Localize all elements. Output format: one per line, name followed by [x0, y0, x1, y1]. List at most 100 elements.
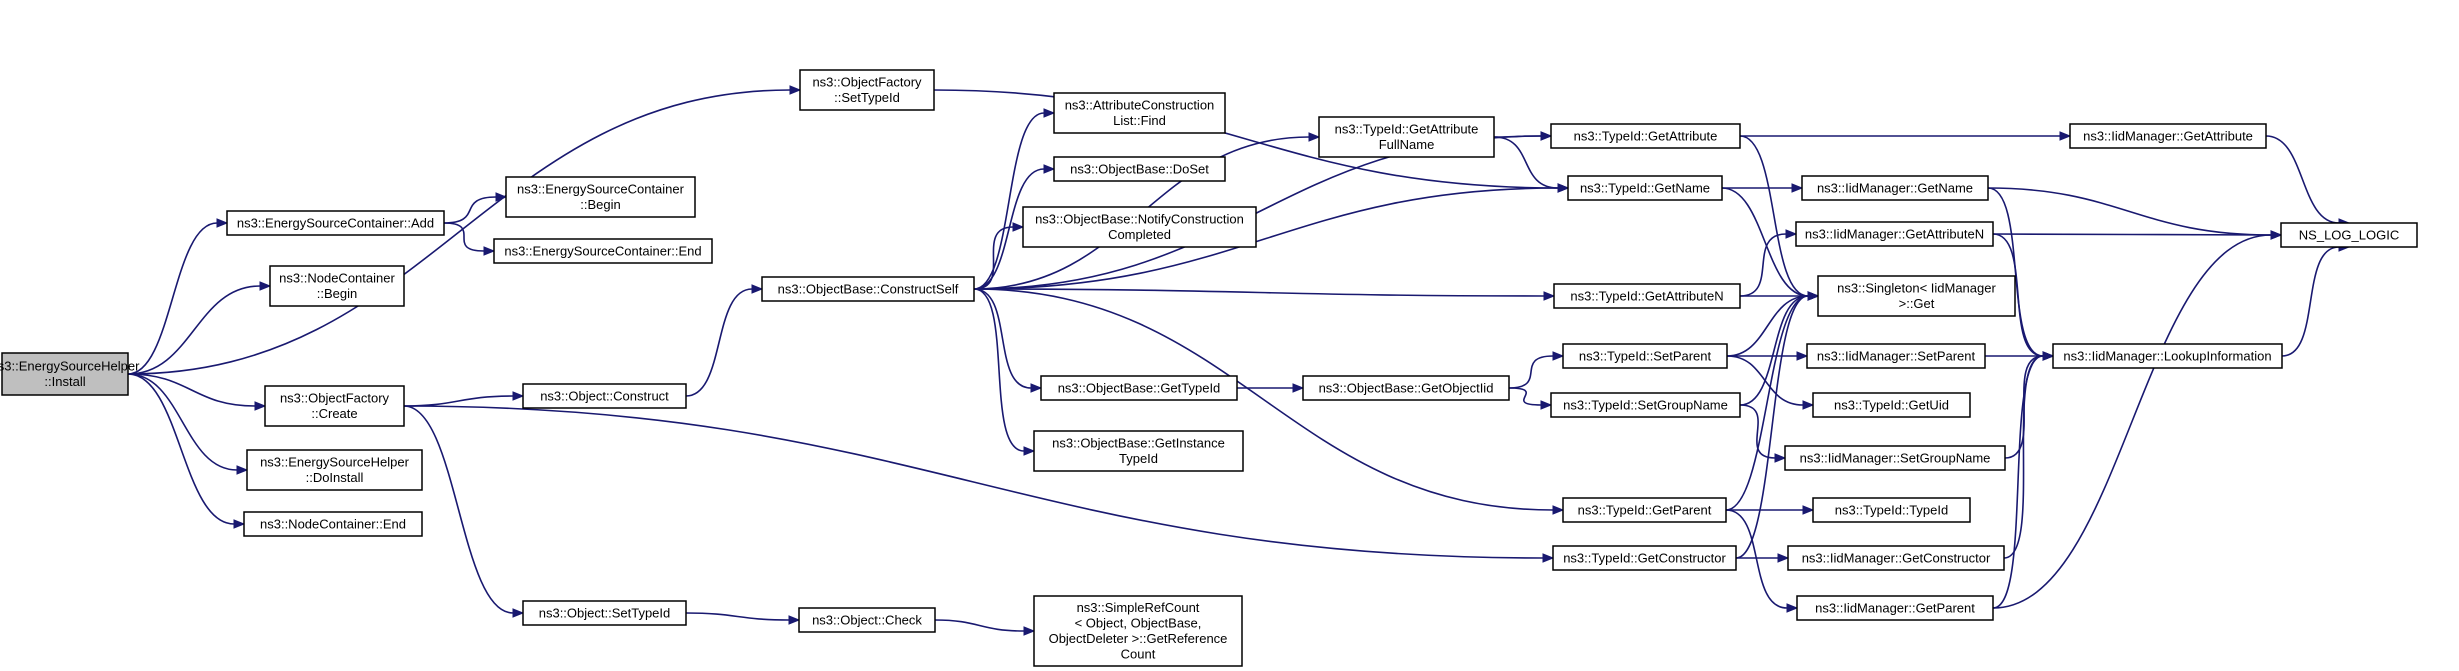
node-nc-end[interactable]: ns3::NodeContainer::End: [243, 511, 423, 537]
edge-line: [1992, 233, 2044, 357]
node-box: [1550, 123, 1741, 149]
arrow-head-icon: [512, 391, 525, 401]
node-iid-lookup[interactable]: ns3::IidManager::LookupInformation: [2052, 343, 2283, 369]
node-box: [1817, 275, 2016, 317]
node-label-line: ns3::ObjectBase::GetTypeId: [1058, 380, 1221, 395]
node-tid-getconstructor[interactable]: ns3::TypeId::GetConstructor: [1552, 545, 1737, 571]
edge-line: [1739, 233, 1787, 297]
edge-line: [2265, 135, 2340, 224]
node-ob-gettypeid[interactable]: ns3::ObjectBase::GetTypeId: [1040, 375, 1238, 401]
arrow-head-icon: [216, 218, 229, 228]
node-esc-add[interactable]: ns3::EnergySourceContainer::Add: [226, 210, 445, 236]
edge-iid-getparent-to-ns-log-logic: [1992, 230, 2283, 609]
node-box: [1053, 92, 1226, 134]
edge-tid-setparent-to-iid-setparent: [1727, 351, 1809, 361]
node-iid-setgroupname[interactable]: ns3::IidManager::SetGroupName: [1784, 445, 2006, 471]
node-label-line: ns3::Object::Construct: [540, 388, 669, 403]
node-iid-getattribute[interactable]: ns3::IidManager::GetAttribute: [2069, 123, 2267, 149]
edge-iid-setgroupname-to-iid-lookup: [2004, 351, 2055, 459]
function-nodes: ns3::EnergySourceHelper::Installns3::Ene…: [0, 69, 2418, 667]
node-box: [798, 607, 936, 633]
node-ob-notify[interactable]: ns3::ObjectBase::NotifyConstructionCompl…: [1022, 206, 1257, 248]
edge-line: [1726, 295, 1809, 357]
node-label-line: ns3::IidManager::LookupInformation: [2063, 348, 2271, 363]
edge-line: [1493, 136, 1559, 189]
node-of-create[interactable]: ns3::ObjectFactory::Create: [264, 385, 405, 427]
node-nc-begin[interactable]: ns3::NodeContainer::Begin: [269, 265, 405, 307]
node-tid-getuid[interactable]: ns3::TypeId::GetUid: [1812, 392, 1971, 418]
node-singleton-get[interactable]: ns3::Singleton< IidManager >::Get: [1817, 275, 2016, 317]
node-of-settypeid[interactable]: ns3::ObjectFactory::SetTypeId: [799, 69, 935, 111]
node-iid-getattributen[interactable]: ns3::IidManager::GetAttributeN: [1795, 221, 1994, 247]
node-label-line: ns3::TypeId::SetParent: [1579, 348, 1712, 363]
node-box: [1784, 445, 2006, 471]
node-ob-doset[interactable]: ns3::ObjectBase::DoSet: [1053, 156, 1226, 182]
node-esc-end[interactable]: ns3::EnergySourceContainer::End: [493, 238, 713, 264]
node-src-getref[interactable]: ns3::SimpleRefCount< Object, ObjectBase,…: [1033, 595, 1243, 667]
node-iid-getconstructor[interactable]: ns3::IidManager::GetConstructor: [1787, 545, 2005, 571]
node-label-line: ns3::TypeId::GetConstructor: [1563, 550, 1726, 565]
node-tid-getname[interactable]: ns3::TypeId::GetName: [1567, 175, 1723, 201]
node-iid-getname[interactable]: ns3::IidManager::GetName: [1801, 175, 1989, 201]
node-ob-constructself[interactable]: ns3::ObjectBase::ConstructSelf: [761, 276, 975, 302]
arrow-head-icon: [1796, 351, 1809, 361]
node-iid-getparent[interactable]: ns3::IidManager::GetParent: [1796, 595, 1994, 621]
node-label-line: ns3::Singleton< IidManager: [1837, 281, 1996, 296]
node-label-line: ::SetTypeId: [834, 90, 900, 105]
node-tid-typeid[interactable]: ns3::TypeId::TypeId: [1812, 497, 1971, 523]
edge-iid-getparent-to-iid-lookup: [1992, 351, 2055, 609]
node-label-line: ns3::Object::Check: [812, 612, 922, 627]
node-box: [799, 69, 935, 111]
node-ob-getobjectiid[interactable]: ns3::ObjectBase::GetObjectIid: [1302, 375, 1510, 401]
node-esc-begin[interactable]: ns3::EnergySourceContainer::Begin: [505, 176, 696, 218]
node-label-line: Count: [1121, 647, 1156, 662]
node-install[interactable]: ns3::EnergySourceHelper::Install: [0, 352, 140, 396]
node-label-line: ns3::EnergySourceContainer::Add: [237, 215, 434, 230]
node-box: [761, 276, 975, 302]
node-iid-setparent[interactable]: ns3::IidManager::SetParent: [1806, 343, 1986, 369]
edge-of-create-to-tid-getconstructor: [403, 405, 1555, 563]
edge-install-to-esc-add: [127, 218, 229, 375]
node-obj-check[interactable]: ns3::Object::Check: [798, 607, 936, 633]
edge-line: [127, 373, 235, 525]
node-tid-getattributen[interactable]: ns3::TypeId::GetAttributeN: [1553, 283, 1741, 309]
edge-line: [127, 373, 238, 471]
node-box: [1318, 116, 1495, 158]
edge-ob-constructself-to-tid-getattributen: [973, 288, 1556, 301]
edge-line: [685, 288, 753, 397]
arrow-head-icon: [1802, 400, 1815, 410]
edge-line: [973, 288, 1545, 297]
node-obj-construct[interactable]: ns3::Object::Construct: [522, 383, 687, 409]
edge-ob-constructself-to-ob-notify: [973, 222, 1025, 290]
arrow-head-icon: [1774, 453, 1787, 463]
edge-line: [443, 222, 485, 252]
node-label-line: ::Install: [44, 374, 85, 389]
node-ns-log-logic[interactable]: NS_LOG_LOGIC: [2280, 222, 2418, 248]
edge-ob-constructself-to-tid-getparent: [973, 288, 1565, 515]
node-label-line: ns3::AttributeConstruction: [1065, 98, 1215, 113]
node-box: [493, 238, 713, 264]
edge-line: [443, 196, 497, 224]
node-tid-setparent[interactable]: ns3::TypeId::SetParent: [1562, 343, 1728, 369]
arrow-head-icon: [1043, 164, 1056, 174]
node-tid-getattribute[interactable]: ns3::TypeId::GetAttribute: [1550, 123, 1741, 149]
arrow-head-icon: [254, 401, 267, 411]
node-label-line: NS_LOG_LOGIC: [2299, 227, 2399, 242]
edge-iid-getconstructor-to-iid-lookup: [2003, 351, 2055, 559]
node-label-line: ns3::EnergySourceHelper: [260, 455, 410, 470]
node-label-line: ns3::IidManager::GetParent: [1815, 600, 1975, 615]
node-esh-doinstall[interactable]: ns3::EnergySourceHelper::DoInstall: [246, 449, 423, 491]
node-obj-settypeid[interactable]: ns3::Object::SetTypeId: [522, 600, 687, 626]
node-tid-getparent[interactable]: ns3::TypeId::GetParent: [1562, 497, 1727, 523]
edge-tid-getattributen-to-iid-getattributen: [1739, 229, 1798, 297]
edge-line: [1735, 295, 1809, 559]
node-box: [1553, 283, 1741, 309]
node-tid-setgroupname[interactable]: ns3::TypeId::SetGroupName: [1550, 392, 1741, 418]
edge-line: [127, 285, 261, 375]
node-box: [505, 176, 696, 218]
edge-line: [127, 89, 791, 375]
